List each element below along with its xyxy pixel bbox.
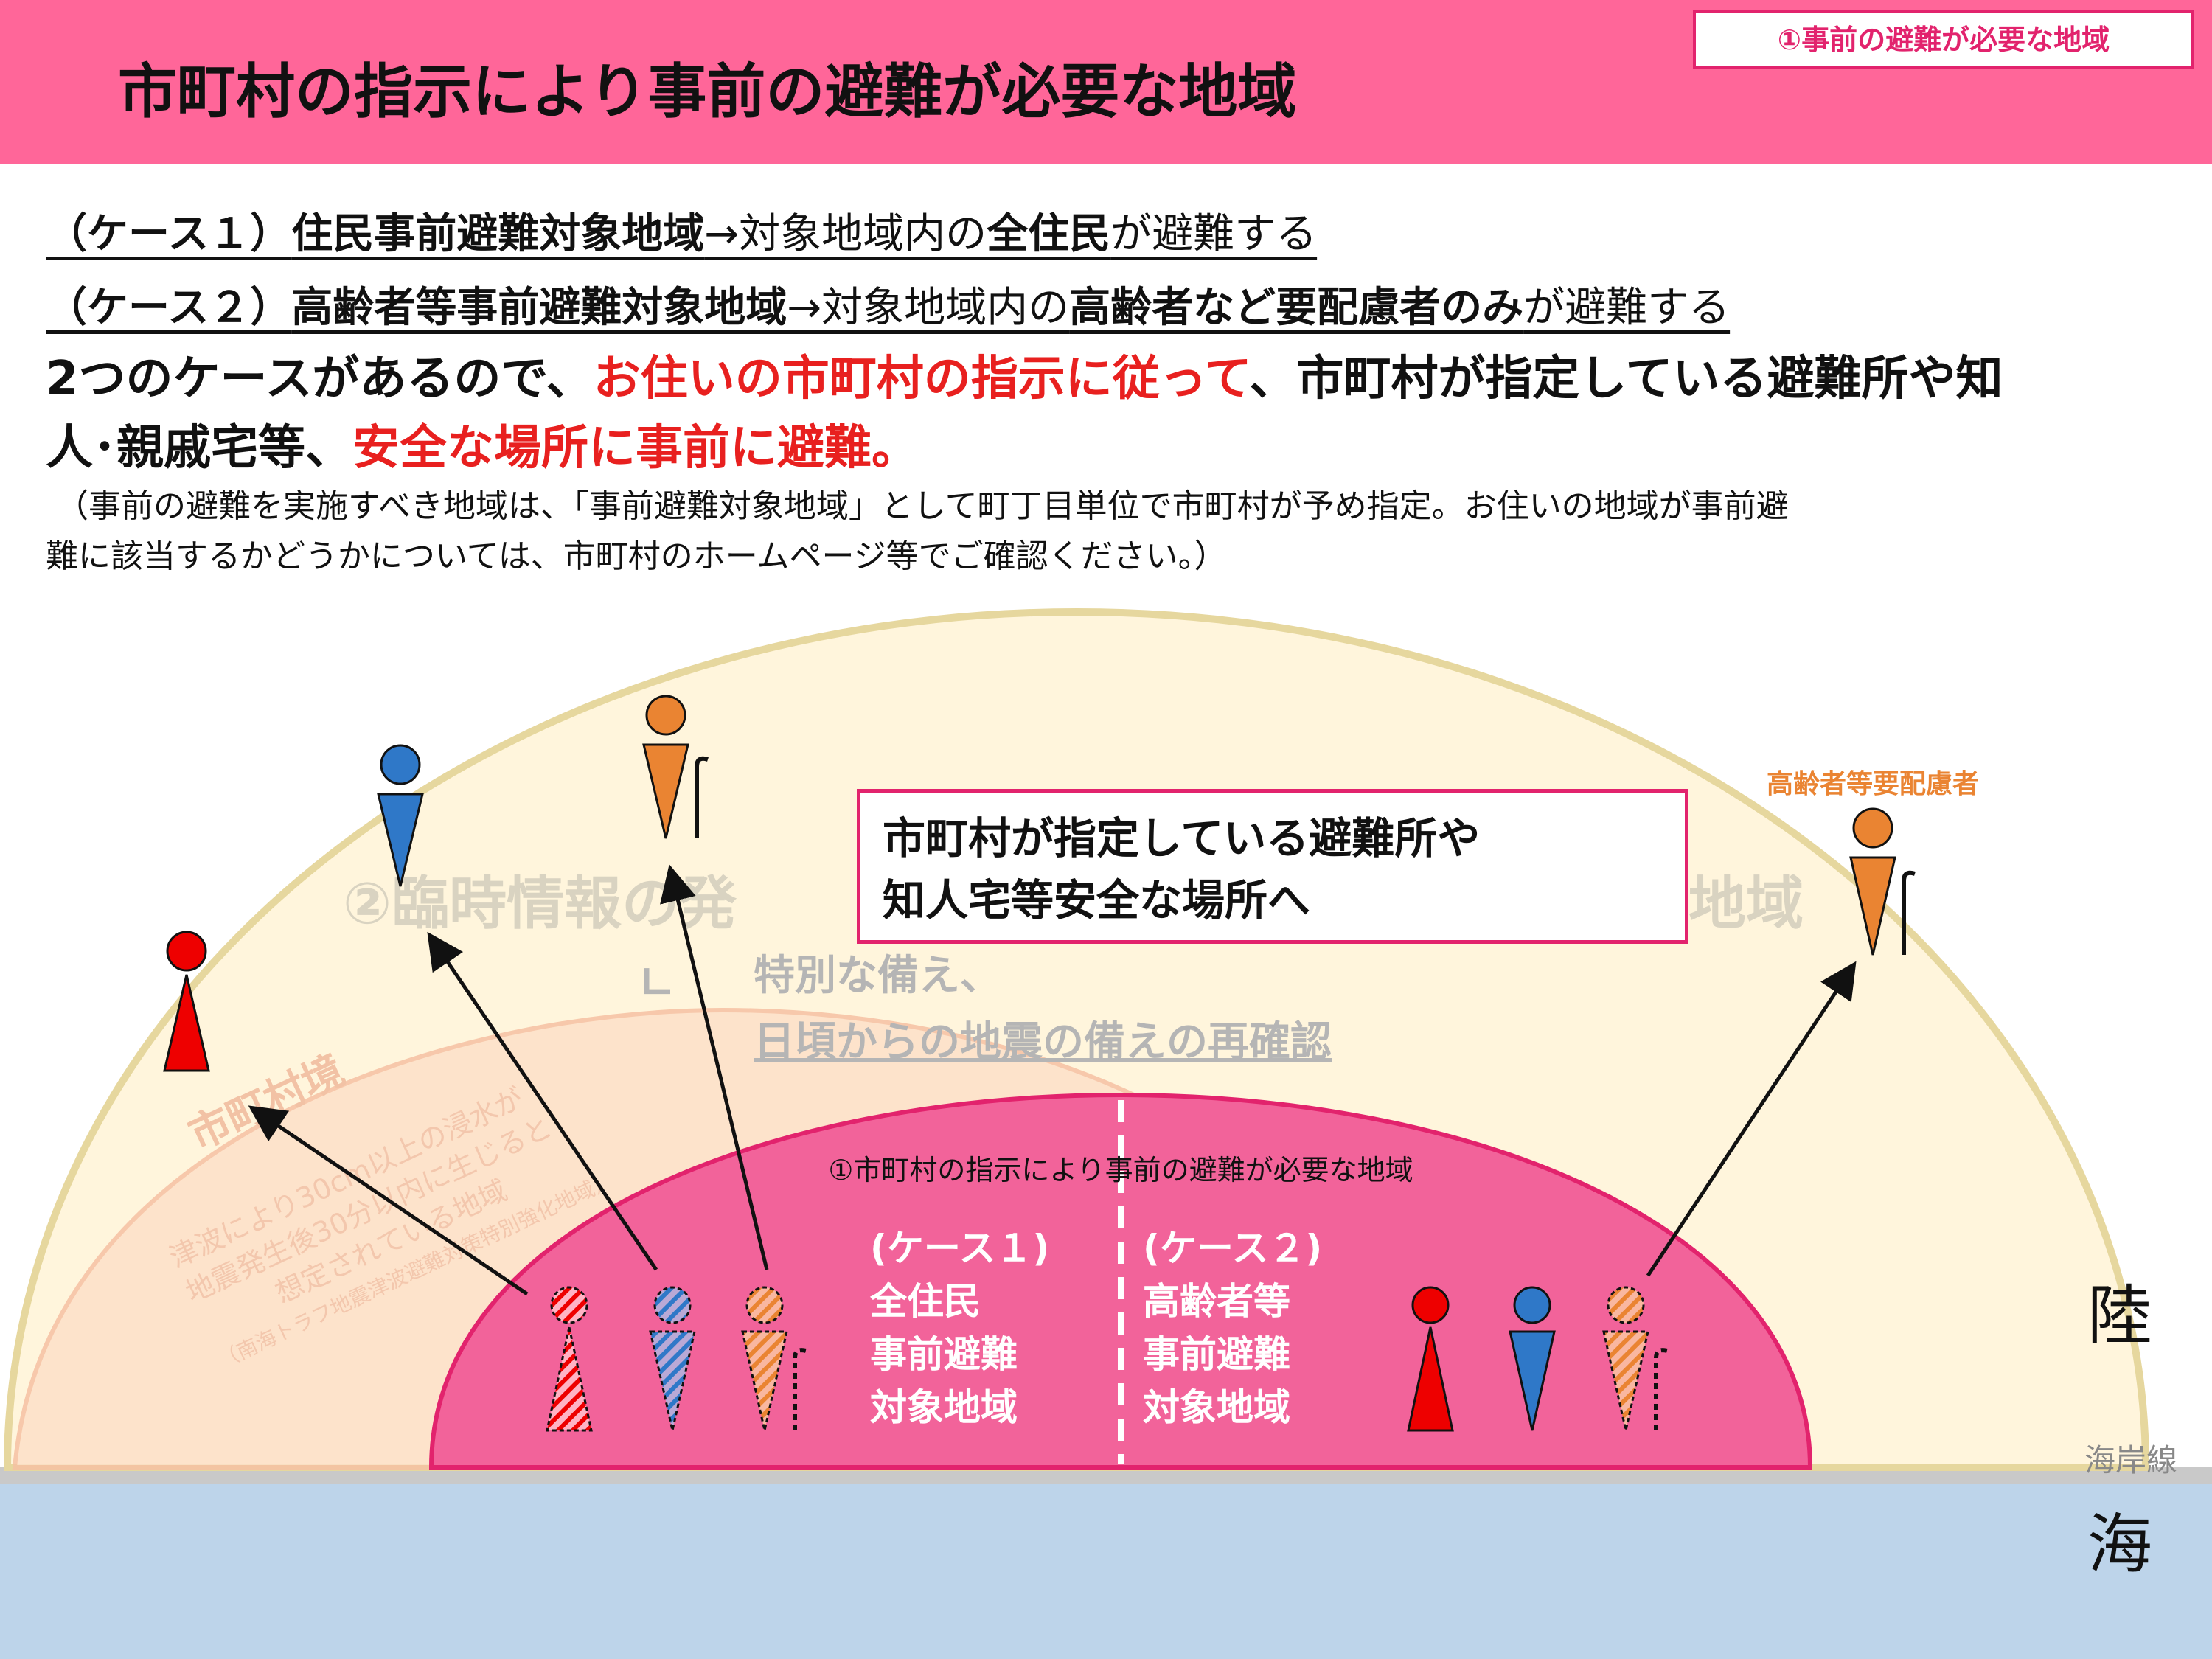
case2-arrow-text: →対象地域内の <box>787 284 1070 332</box>
female-icon <box>1407 1286 1454 1432</box>
header-bar: 市町村の指示により事前の避難が必要な地域 ①事前の避難が必要な地域 <box>0 0 2212 164</box>
case1-label: （ケース１） <box>46 210 292 258</box>
coastline <box>0 1467 2212 1484</box>
elderly-icon <box>642 695 709 839</box>
case1-block-line: 対象地域 <box>870 1386 1018 1429</box>
male-icon <box>1509 1286 1556 1431</box>
outer-zone-action2: 日頃からの地震の備えの再確認 <box>754 1018 1332 1066</box>
coastline-label: 海岸線 <box>2084 1442 2177 1478</box>
main-message-emphasis: お住いの市町村の指示に従って <box>593 352 1250 406</box>
female-icon <box>163 931 210 1072</box>
elderly-icon <box>741 1286 807 1431</box>
main-message-part: 2つのケースがあるので、 <box>46 352 594 406</box>
male-icon <box>649 1286 696 1431</box>
destination-line1: 市町村が指定している避難所や <box>883 813 1481 863</box>
sea-area <box>0 1482 2212 1659</box>
case2-target: 高齢者など要配慮者のみ <box>1069 284 1524 332</box>
case1-block-line: 事前避難 <box>870 1333 1018 1376</box>
inner-zone-label: ①市町村の指示により事前の避難が必要な地域 <box>828 1154 1413 1186</box>
outer-zone-label-tail: 地域 <box>1688 871 1804 937</box>
note-line1: （事前の避難を実施すべき地域は、「事前避難対象地域」として町丁目単位で市町村が予… <box>56 487 1789 525</box>
note-line2: 難に該当するかどうかについては、市町村のホームページ等でご確認ください。） <box>46 538 1227 575</box>
page-title: 市町村の指示により事前の避難が必要な地域 <box>118 58 1297 126</box>
section-badge: ①事前の避難が必要な地域 <box>1693 10 2194 69</box>
elderly-icon <box>1849 807 1916 956</box>
evacuation-arrow <box>248 1105 529 1296</box>
case2-block-line: 高齢者等 <box>1143 1280 1290 1323</box>
case2-block-line: 対象地域 <box>1143 1386 1290 1429</box>
main-message-part: 、市町村が指定している避難所や知 <box>1249 352 2003 406</box>
evacuation-arrow <box>660 864 769 1270</box>
outer-zone-action1: 特別な備え、 <box>754 952 1001 1000</box>
main-message-line1: 2つのケースがあるので、お住いの市町村の指示に従って、市町村が指定している避難所… <box>46 341 2003 408</box>
main-message-emphasis: 安全な場所に事前に避難。 <box>352 421 919 476</box>
case2-block-line: 事前避難 <box>1143 1333 1290 1376</box>
case1-area: 住民事前避難対象地域 <box>291 210 705 258</box>
case2-block-title: (ケース２) <box>1143 1227 1322 1270</box>
case1-suffix: が避難する <box>1110 210 1318 258</box>
case1-block-title: (ケース１) <box>870 1227 1049 1270</box>
evacuation-arrow <box>1646 961 1857 1277</box>
case2-line: （ケース２）高齢者等事前避難対象地域→対象地域内の高齢者など要配慮者のみが避難す… <box>46 274 1730 334</box>
main-message-part: 人･親戚宅等、 <box>46 421 352 476</box>
female-icon <box>546 1286 593 1432</box>
evacuation-arrow <box>427 931 658 1271</box>
destination-line2: 知人宅等安全な場所へ <box>883 875 1311 925</box>
main-message-line2: 人･親戚宅等、安全な場所に事前に避難。 <box>46 410 919 478</box>
male-icon <box>377 744 424 887</box>
case2-label: （ケース２） <box>46 284 292 332</box>
sea-label: 海 <box>2087 1506 2152 1582</box>
elderly-icon <box>1602 1286 1668 1431</box>
case2-suffix: が避難する <box>1523 284 1731 332</box>
destination-callout: 市町村が指定している避難所や 知人宅等安全な場所へ <box>857 789 1688 944</box>
case1-arrow-text: →対象地域内の <box>704 210 987 258</box>
elderly-label: 高齢者等要配慮者 <box>1767 769 1979 799</box>
case2-area: 高齢者等事前避難対象地域 <box>291 284 787 332</box>
land-label: 陸 <box>2087 1278 2152 1354</box>
case1-target: 全住民 <box>987 210 1111 258</box>
case1-line: （ケース１）住民事前避難対象地域→対象地域内の全住民が避難する <box>46 201 1317 260</box>
outer-zone-arrow: ∟ <box>640 959 675 1007</box>
case1-block-line: 全住民 <box>869 1280 981 1323</box>
